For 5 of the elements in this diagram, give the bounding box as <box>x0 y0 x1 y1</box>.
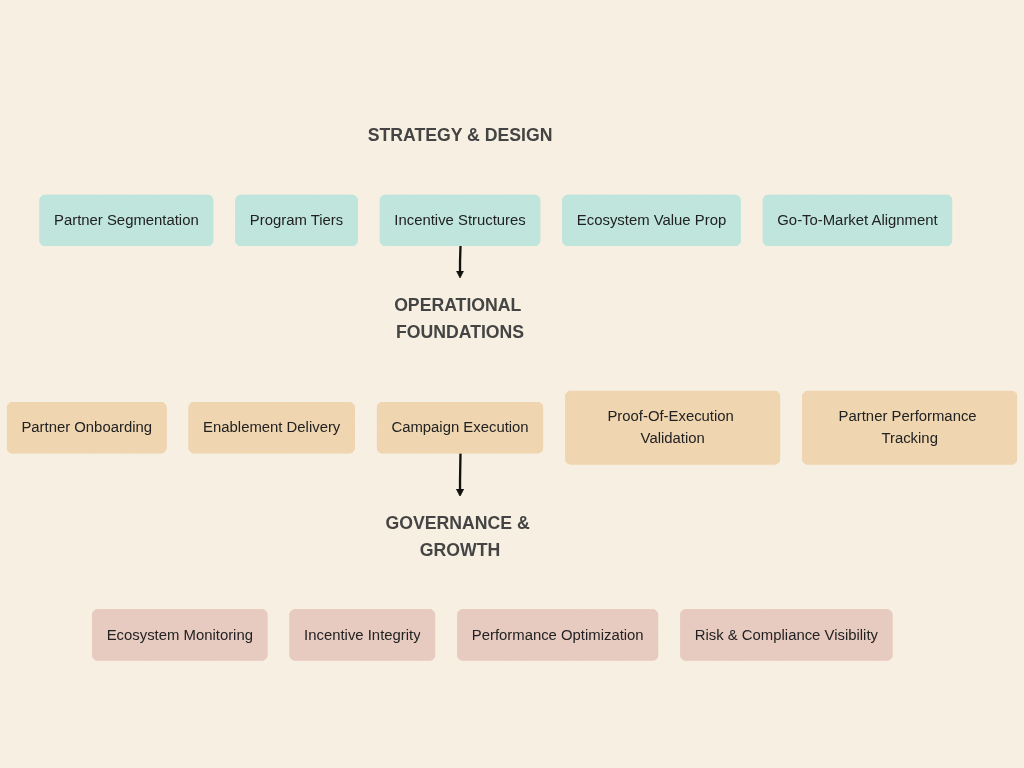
arrow <box>455 245 465 279</box>
node-text: STRATEGY & DESIGN <box>367 124 553 145</box>
node-text: GOVERNANCE & GROWTH <box>385 512 530 559</box>
arrow <box>455 452 465 497</box>
node-text: OPERATIONAL FOUNDATIONS <box>394 294 525 341</box>
